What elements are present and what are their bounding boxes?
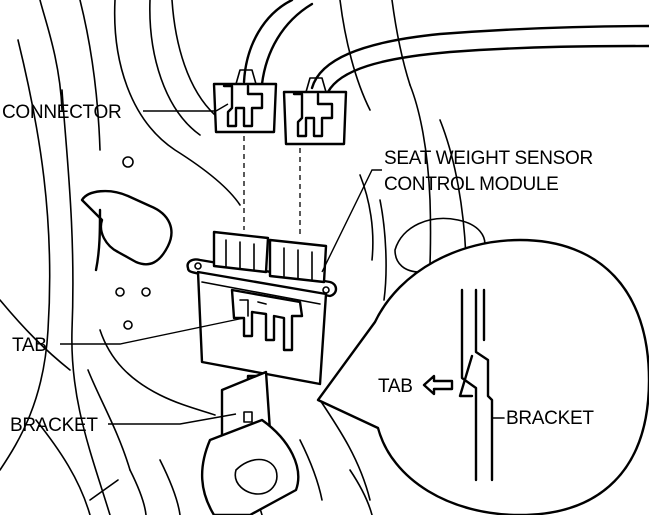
label-tab: TAB — [12, 335, 47, 356]
seat-frame — [0, 0, 486, 516]
leader-lines — [60, 103, 382, 425]
connector-right — [282, 77, 348, 146]
bracket — [200, 370, 300, 517]
label-connector: CONNECTOR — [2, 102, 121, 123]
detail-magnifier — [316, 238, 649, 517]
label-module-line2: CONTROL MODULE — [384, 174, 559, 195]
label-detail-tab: TAB — [378, 376, 413, 397]
wire-harness — [242, 0, 649, 94]
label-module-line1: SEAT WEIGHT SENSOR — [384, 148, 593, 169]
connector-left — [212, 69, 278, 134]
arrow-left-icon — [422, 374, 454, 396]
seat-weight-sensor-control-module — [186, 230, 338, 390]
label-bracket: BRACKET — [10, 415, 98, 436]
label-detail-bracket: BRACKET — [506, 408, 594, 429]
